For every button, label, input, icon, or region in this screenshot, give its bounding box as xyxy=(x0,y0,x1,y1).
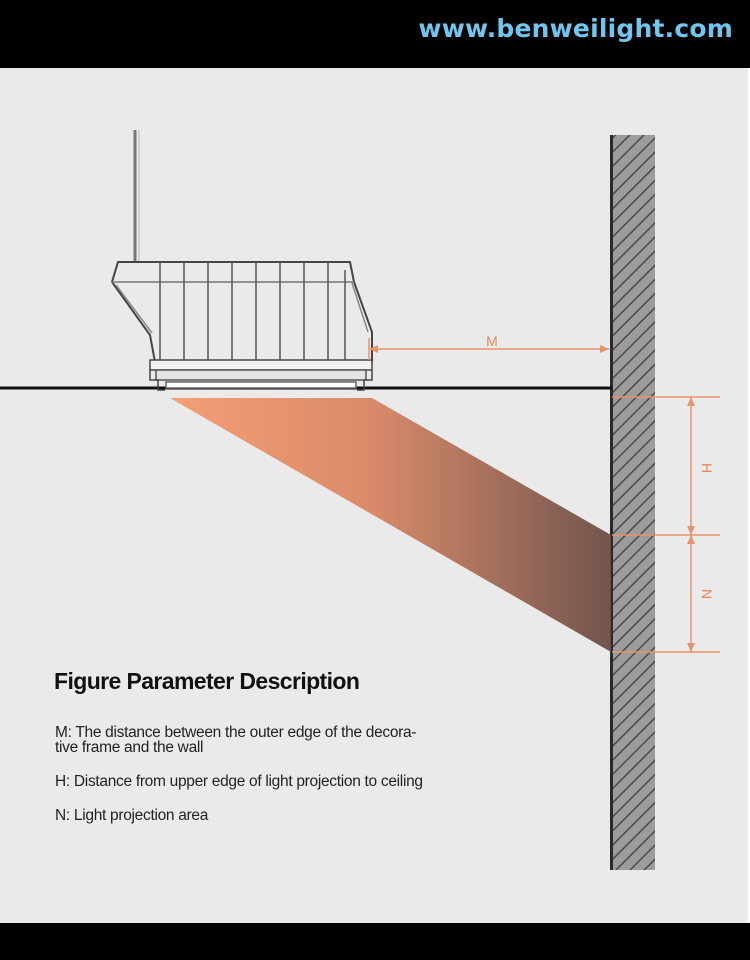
footer-bar xyxy=(0,923,750,960)
parameter-m: M: The distance between the outer edge o… xyxy=(55,724,455,756)
parameter-n-line1: N: Light projection area xyxy=(55,807,209,824)
parameter-list: M: The distance between the outer edge o… xyxy=(55,725,455,842)
dimension-m-label: M xyxy=(486,333,498,349)
parameter-h-line1: H: Distance from upper edge of light pro… xyxy=(55,773,423,790)
light-projection-beam xyxy=(170,398,611,652)
parameter-h: H: Distance from upper edge of light pro… xyxy=(55,773,455,790)
parameter-n: N: Light projection area xyxy=(55,807,455,824)
page-edge xyxy=(748,68,750,923)
header-bar: www.benweilight.com xyxy=(0,0,750,68)
parameter-m-line1: M: The distance between the outer edge o… xyxy=(55,724,417,741)
dimension-h-n xyxy=(612,396,720,653)
dimension-h-label: H xyxy=(699,463,715,473)
parameter-m-line2: tive frame and the wall xyxy=(55,739,204,756)
wall xyxy=(610,135,655,870)
website-url[interactable]: www.benweilight.com xyxy=(418,14,733,43)
wall-washer-fixture xyxy=(111,130,373,391)
dimension-n-label: N xyxy=(699,589,715,599)
parameter-title: Figure Parameter Description xyxy=(54,668,360,694)
dimension-m xyxy=(368,338,609,360)
